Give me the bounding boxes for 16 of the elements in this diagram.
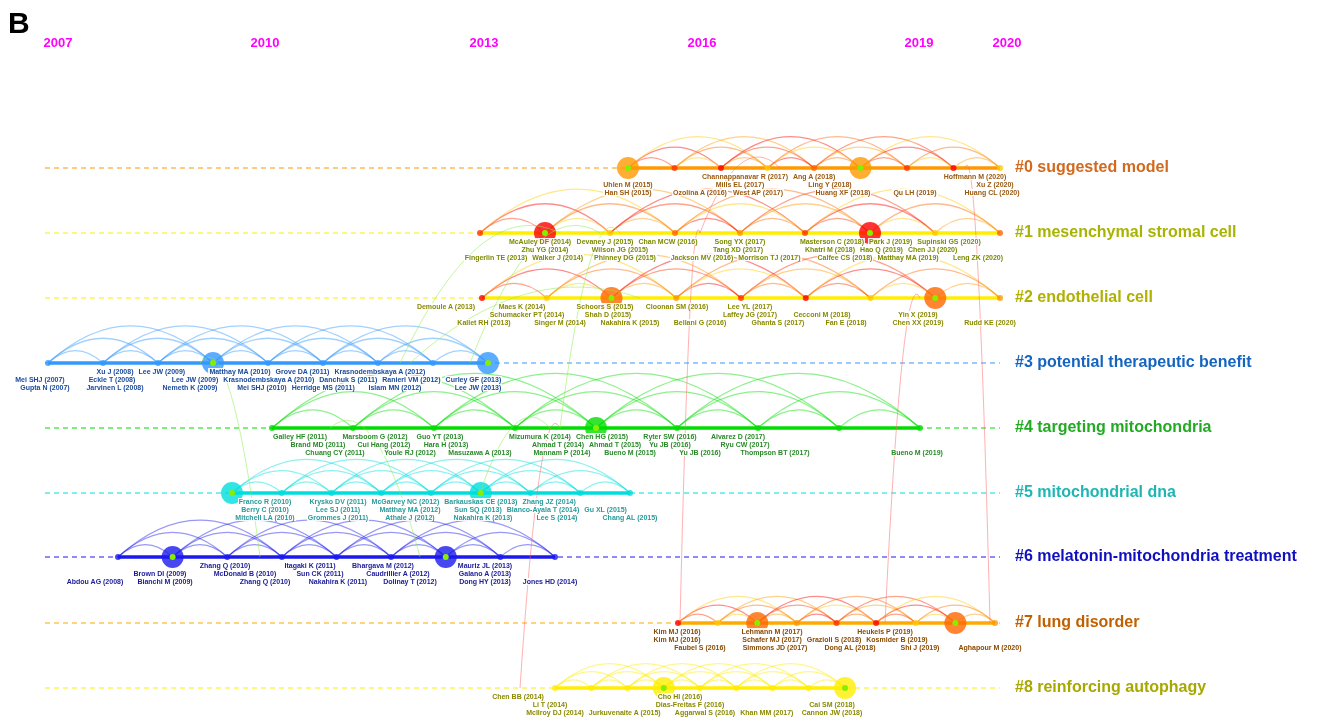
cluster-label: #0 suggested model <box>1015 159 1169 175</box>
cluster-label: #7 lung disorder <box>1015 614 1140 630</box>
year-label: 2019 <box>904 36 934 49</box>
year-label: 2016 <box>687 36 717 49</box>
year-label: 2013 <box>469 36 499 49</box>
cluster-label: #6 melatonin-mitochondria treatment <box>1015 548 1297 564</box>
cluster-label: #5 mitochondrial dna <box>1015 484 1176 500</box>
cluster-label: #4 targeting mitochondria <box>1015 419 1212 435</box>
year-label: 2020 <box>992 36 1022 49</box>
panel-letter: B <box>8 8 30 38</box>
cluster-label: #8 reinforcing autophagy <box>1015 679 1207 695</box>
year-label: 2010 <box>250 36 280 49</box>
cluster-label: #1 mesenchymal stromal cell <box>1015 224 1237 240</box>
cluster-label: #3 potential therapeutic benefit <box>1015 354 1252 370</box>
cluster-label: #2 endothelial cell <box>1015 289 1153 305</box>
year-label: 2007 <box>43 36 73 49</box>
